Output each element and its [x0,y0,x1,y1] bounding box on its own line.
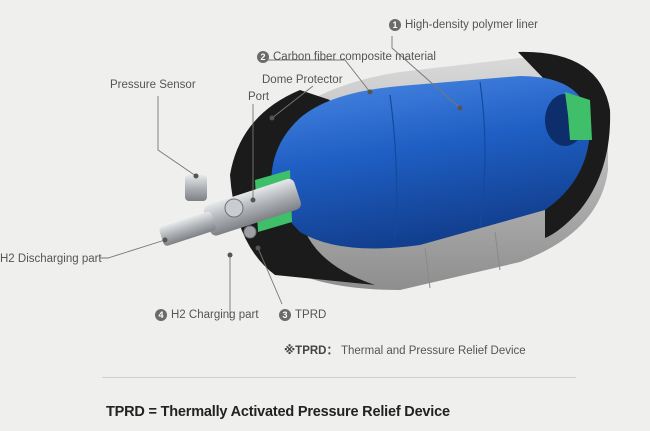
number-badge: 4 [155,309,167,321]
label-dome-protector: Dome Protector [262,74,343,86]
valve-assembly [159,175,301,246]
dome-protector-left [230,90,375,285]
label-pressure-sensor: Pressure Sensor [110,79,196,91]
number-badge: 3 [279,309,291,321]
leader-lines [100,36,461,318]
note-text: Thermal and Pressure Relief Device [338,345,526,357]
divider [102,377,576,378]
number-badge: 1 [389,19,401,31]
footer-definition: TPRD = Thermally Activated Pressure Reli… [106,404,450,420]
label-port: Port [248,91,270,103]
note-prefix: ※TPRD： [284,345,338,357]
number-badge: 2 [257,51,269,63]
tprd-note: ※TPRD： Thermal and Pressure Relief Devic… [284,342,526,358]
leader-dots [162,89,463,258]
port-boss-right [565,92,592,140]
label-discharging: H2 Discharging part [0,253,102,265]
